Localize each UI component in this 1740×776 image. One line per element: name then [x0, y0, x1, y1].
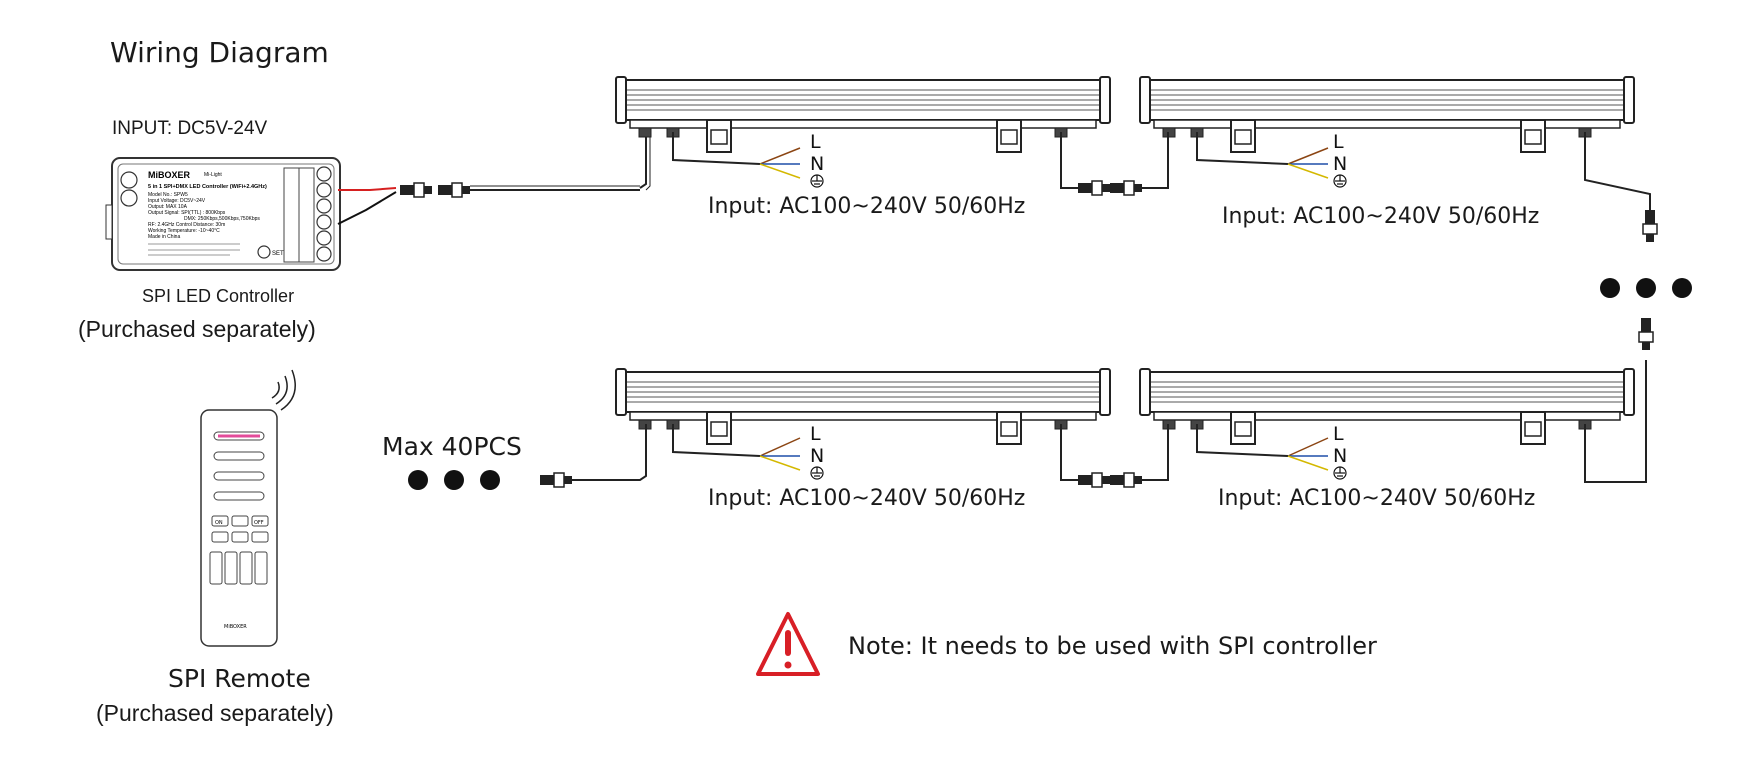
controller-spec-2: Output: MAX 10A: [148, 204, 188, 210]
controller-spec-0: Model No.: SPW5: [148, 192, 188, 198]
neutral-label: N: [810, 445, 824, 467]
neutral-label: N: [810, 153, 824, 175]
controller-label: SPI LED Controller: [142, 286, 295, 306]
ellipsis-dots-icon: [1600, 278, 1692, 298]
set-button: [257, 245, 271, 259]
controller-product-line: 5 in 1 SPI+DMX LED Controller (WiFi+2.4G…: [148, 184, 267, 190]
led-wall-washer-1: [615, 76, 1111, 153]
ac-input-label: Input: AC100~240V 50/60Hz: [708, 194, 1026, 219]
max-pcs-label: Max 40PCS: [382, 432, 522, 461]
led-wall-washer-2: [1139, 76, 1635, 153]
ac-input-label: Input: AC100~240V 50/60Hz: [1222, 204, 1540, 229]
neutral-label: N: [1333, 153, 1347, 175]
remote-off-label: OFF: [254, 520, 264, 526]
controller-spec-7: Made in China: [148, 234, 180, 240]
controller-spec-1: Input Voltage: DC5V~24V: [148, 198, 206, 204]
remote-brand: MiBOXER: [224, 624, 247, 630]
neutral-label: N: [1333, 445, 1347, 467]
page-title: Wiring Diagram: [110, 36, 329, 69]
controller-sub-brand: Mi-Light: [204, 172, 222, 178]
led-wall-washer-3: [615, 368, 1111, 445]
warning-note: Note: It needs to be used with SPI contr…: [848, 632, 1377, 660]
controller-brand: MiBOXER: [148, 170, 191, 180]
ground-icon: [1333, 174, 1347, 188]
live-label: L: [810, 131, 821, 153]
remote-label: SPI Remote: [168, 664, 311, 693]
ac-input-label: Input: AC100~240V 50/60Hz: [708, 486, 1026, 511]
ellipsis-dots-icon: [408, 470, 500, 490]
remote-on-label: ON: [215, 520, 223, 526]
warning-icon: [756, 612, 820, 676]
controller-spec-5: RF: 2.4GHz Control Distance: 30m: [148, 222, 225, 228]
live-label: L: [1333, 131, 1344, 153]
spi-remote: ON OFF MiBOXER: [200, 409, 278, 647]
controller-spec-6: Working Temperature: -10~40°C: [148, 228, 220, 234]
controller-spec-3: Output Signal: SPI(TTL) : 800Kbps: [148, 210, 226, 216]
live-label: L: [810, 423, 821, 445]
remote-purchase-note: (Purchased separately): [96, 700, 334, 726]
ground-icon: [810, 466, 824, 480]
signal-waves-icon: [271, 369, 296, 411]
controller-spec-4: DMX: 250Kbps,500Kbps,750Kbps: [184, 216, 260, 222]
status-led-icon: [120, 171, 138, 189]
controller-purchase-note: (Purchased separately): [78, 316, 316, 342]
spi-led-controller: MiBOXER Mi-Light 5 in 1 SPI+DMX LED Cont…: [105, 157, 341, 271]
ground-icon: [1333, 466, 1347, 480]
set-label: SET: [272, 251, 284, 257]
dc-input-label: INPUT: DC5V-24V: [112, 118, 268, 139]
ground-icon: [810, 174, 824, 188]
status-led-icon: [120, 189, 138, 207]
led-wall-washer-4: [1139, 368, 1635, 445]
live-label: L: [1333, 423, 1344, 445]
ac-input-label: Input: AC100~240V 50/60Hz: [1218, 486, 1536, 511]
